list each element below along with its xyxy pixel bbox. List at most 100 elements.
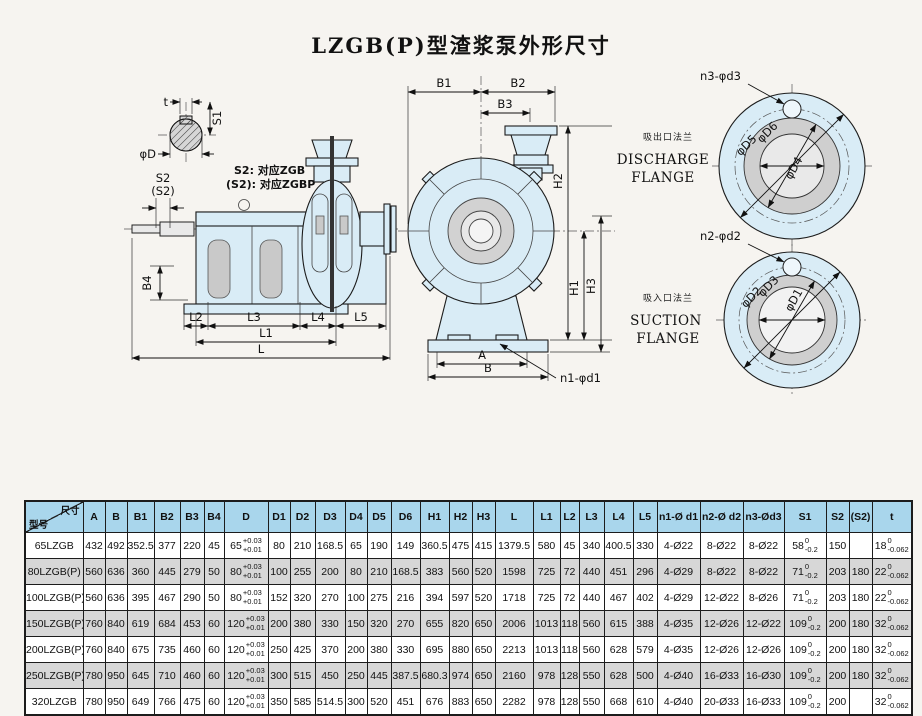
value-cell: 978 <box>532 688 561 716</box>
discharge-flange-top <box>504 125 558 136</box>
value-cell: 45 <box>559 532 580 559</box>
value-cell: 380 <box>366 636 392 663</box>
suction-flange-label-en-2: FLANGE <box>636 331 700 347</box>
dim-label-b1: B1 <box>436 76 451 90</box>
value-cell: 296 <box>632 558 658 585</box>
value-cell: 1718 <box>494 584 534 611</box>
value-cell: 451 <box>603 558 634 585</box>
suction-flange-label-en-1: SUCTION <box>630 313 702 329</box>
value-cell: 72 <box>559 558 580 585</box>
value-cell: 451 <box>390 688 421 716</box>
value-cell: 650 <box>471 636 496 663</box>
value-cell: 12-Ø26 <box>699 636 744 663</box>
suction-flange-label-cn: 吸入口法兰 <box>643 292 693 304</box>
bearing-slot <box>259 239 283 299</box>
dim-label-b2: B2 <box>510 76 525 90</box>
value-cell: 60 <box>203 610 225 637</box>
column-header: H1 <box>419 500 450 533</box>
value-cell: 475 <box>448 532 473 559</box>
value-cell: 200 <box>825 662 850 689</box>
pump-shaft <box>131 224 163 234</box>
value-cell: 203 <box>825 584 850 611</box>
value-cell: 128 <box>559 688 580 716</box>
value-cell: 560 <box>578 610 605 637</box>
dim-label-s2: S2 <box>156 171 171 185</box>
column-header: (S2) <box>848 500 873 533</box>
column-header: D3 <box>314 500 346 533</box>
note-s2-zgb: S2: 对应ZGB <box>234 163 305 177</box>
value-cell: 12-Ø22 <box>699 584 744 611</box>
value-cell: 377 <box>153 532 181 559</box>
column-header: B2 <box>153 500 181 533</box>
column-header: B <box>104 500 128 533</box>
column-header: B3 <box>179 500 205 533</box>
value-cell: 4-Ø35 <box>656 610 701 637</box>
value-cell: 655 <box>419 610 450 637</box>
column-header: S2 <box>825 500 850 533</box>
value-cell: 766 <box>153 688 181 716</box>
value-cell: 520 <box>471 584 496 611</box>
dim-label-l: L <box>258 342 265 356</box>
column-header: D4 <box>344 500 368 533</box>
discharge-stub <box>359 211 385 247</box>
impeller-centerline <box>330 136 334 312</box>
eye-bolt <box>238 199 250 211</box>
value-cell: 200 <box>314 558 346 585</box>
value-cell: 395 <box>126 584 155 611</box>
model-cell: 65LZGB <box>24 532 84 559</box>
value-cell: 467 <box>153 584 181 611</box>
value-cell: 60 <box>203 688 225 716</box>
value-cell: 330 <box>632 532 658 559</box>
dim-label-t: t <box>163 95 168 109</box>
column-header: D5 <box>366 500 392 533</box>
column-header: A <box>82 500 106 533</box>
value-cell: 585 <box>289 688 316 716</box>
value-cell: 636 <box>104 558 128 585</box>
value-cell: 515 <box>289 662 316 689</box>
value-cell: 60 <box>203 662 225 689</box>
model-cell: 250LZGB(P) <box>24 662 84 689</box>
shaft-section-detail: t S1 φD <box>140 95 224 164</box>
value-cell: 619 <box>126 610 155 637</box>
value-cell: 4-Ø40 <box>656 688 701 716</box>
dim-label-l2: L2 <box>189 310 203 324</box>
value-cell: 200 <box>344 636 368 663</box>
value-cell: 65+0.03+0.01 <box>223 532 269 559</box>
value-cell: 649 <box>126 688 155 716</box>
column-header: L4 <box>603 500 634 533</box>
value-cell: 675 <box>126 636 155 663</box>
value-cell: 520 <box>366 688 392 716</box>
value-cell: 216 <box>390 584 421 611</box>
value-cell: 180 <box>848 636 873 663</box>
value-cell: 50 <box>203 584 225 611</box>
value-cell: 100 <box>344 584 368 611</box>
column-header: D2 <box>289 500 316 533</box>
value-cell: 500 <box>632 662 658 689</box>
value-cell: 560 <box>82 584 106 611</box>
value-cell: 492 <box>104 532 128 559</box>
dim-label-l1: L1 <box>259 326 273 340</box>
column-header: B1 <box>126 500 155 533</box>
value-cell: 180 <box>848 610 873 637</box>
value-cell: 1598 <box>494 558 534 585</box>
value-cell: 636 <box>104 584 128 611</box>
dim-label-b: B <box>484 361 492 375</box>
casing-ribs <box>408 158 554 304</box>
value-cell: 650 <box>471 610 496 637</box>
value-cell: 12-Ø26 <box>699 610 744 637</box>
value-cell: 100 <box>267 558 291 585</box>
value-cell: 453 <box>179 610 205 637</box>
value-cell: 150 <box>344 610 368 637</box>
corner-label-size: 尺寸 <box>60 506 80 517</box>
column-header: S1 <box>783 500 827 533</box>
value-cell <box>848 532 873 559</box>
